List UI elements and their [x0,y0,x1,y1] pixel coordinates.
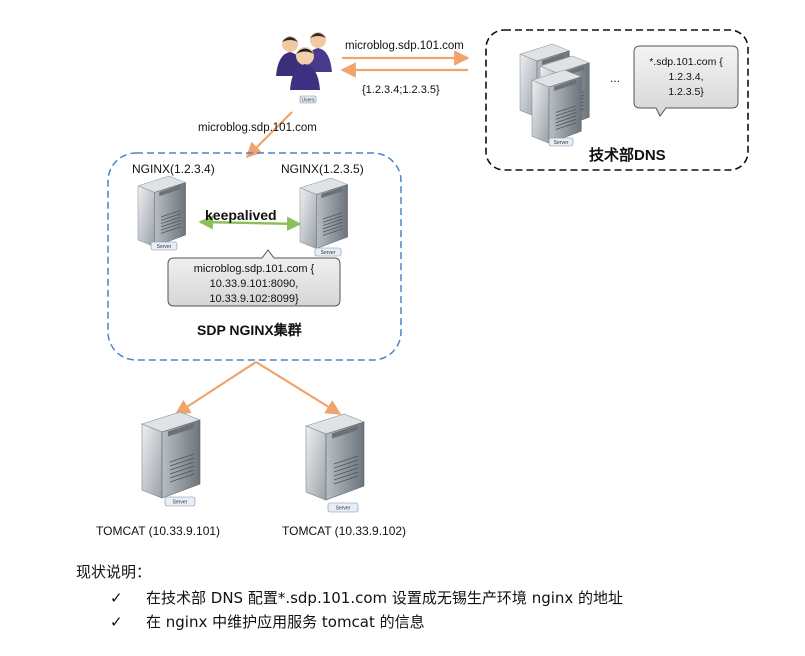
upstream-line-2: 10.33.9.101:8090, [210,278,299,290]
tomcat2-server-label: Server [336,506,351,512]
dns-server-stack [519,43,590,144]
tomcat2-server-badge [327,502,359,513]
user-figure-front [290,47,320,90]
dns-title: 技术部DNS [589,146,666,164]
status-notes: 现状说明： ✓ 在技术部 DNS 配置*.sdp.101.com 设置成无锡生产… [76,560,623,634]
architecture-diagram: Users microblog.sdp.101.com {1.2.3.4;1.2… [96,29,749,538]
upstream-line-1: microblog.sdp.101.com { [194,263,315,275]
notes-item-text: 在 nginx 中维护应用服务 tomcat 的信息 [146,613,425,631]
dns-group-box [485,29,749,171]
dns-record-bubble: *.sdp.101.com { 1.2.3.4, 1.2.3.5} [633,45,739,117]
nginx1-label: NGINX(1.2.3.4) [132,162,215,176]
nginx2-server [299,177,348,249]
dns-request-label: microblog.sdp.101.com [345,40,464,52]
notes-item-text: 在技术部 DNS 配置*.sdp.101.com 设置成无锡生产环境 nginx… [146,589,624,607]
users-to-cluster-label: microblog.sdp.101.com [198,122,317,134]
to-tomcat1-arrow [174,361,257,415]
dns-record-line-2: 1.2.3.4, [668,71,703,83]
nginx2-server-badge [314,247,342,257]
users-label: Users [301,98,315,104]
tomcat2-server [305,413,365,501]
notes-title: 现状说明： [76,563,152,581]
nginx1-server-label: Server [157,244,172,250]
nginx2-server-label: Server [321,250,336,256]
dns-record-line-3: 1.2.3.5} [668,86,704,98]
users-to-cluster-arrow [245,111,293,159]
tomcat1-server-badge [164,496,196,507]
check-icon: ✓ [110,589,123,607]
dns-server-label: Server [554,140,569,146]
users-icon: Users [276,32,332,104]
to-tomcat2-arrow [255,361,342,415]
notes-item-2: ✓ 在 nginx 中维护应用服务 tomcat 的信息 [110,610,623,634]
tomcat2-label: TOMCAT (10.33.9.102) [282,524,406,538]
notes-item-1: ✓ 在技术部 DNS 配置*.sdp.101.com 设置成无锡生产环境 ngi… [110,586,623,610]
keepalived-arrow [198,215,302,231]
tomcat1-server-label: Server [173,500,188,506]
tomcat1-label: TOMCAT (10.33.9.101) [96,524,220,538]
dns-server-badge [548,137,574,147]
check-icon: ✓ [110,613,123,631]
nginx1-server-badge [150,241,178,251]
nginx2-label: NGINX(1.2.3.5) [281,162,364,176]
cluster-title: SDP NGINX集群 [197,322,302,338]
keepalived-label: keepalived [205,207,277,223]
nginx-cluster-box [107,152,402,361]
tomcat1-server [141,411,201,499]
upstream-line-3: 10.33.9.102:8099} [209,293,299,305]
nginx1-server [137,175,186,247]
users-badge [299,95,317,104]
upstream-bubble: microblog.sdp.101.com { 10.33.9.101:8090… [167,249,341,307]
dns-ellipsis: ... [610,71,620,85]
dns-response-label: {1.2.3.4;1.2.3.5} [362,84,440,96]
dns-record-line-1: *.sdp.101.com { [649,56,723,68]
dns-server-front [531,69,582,144]
